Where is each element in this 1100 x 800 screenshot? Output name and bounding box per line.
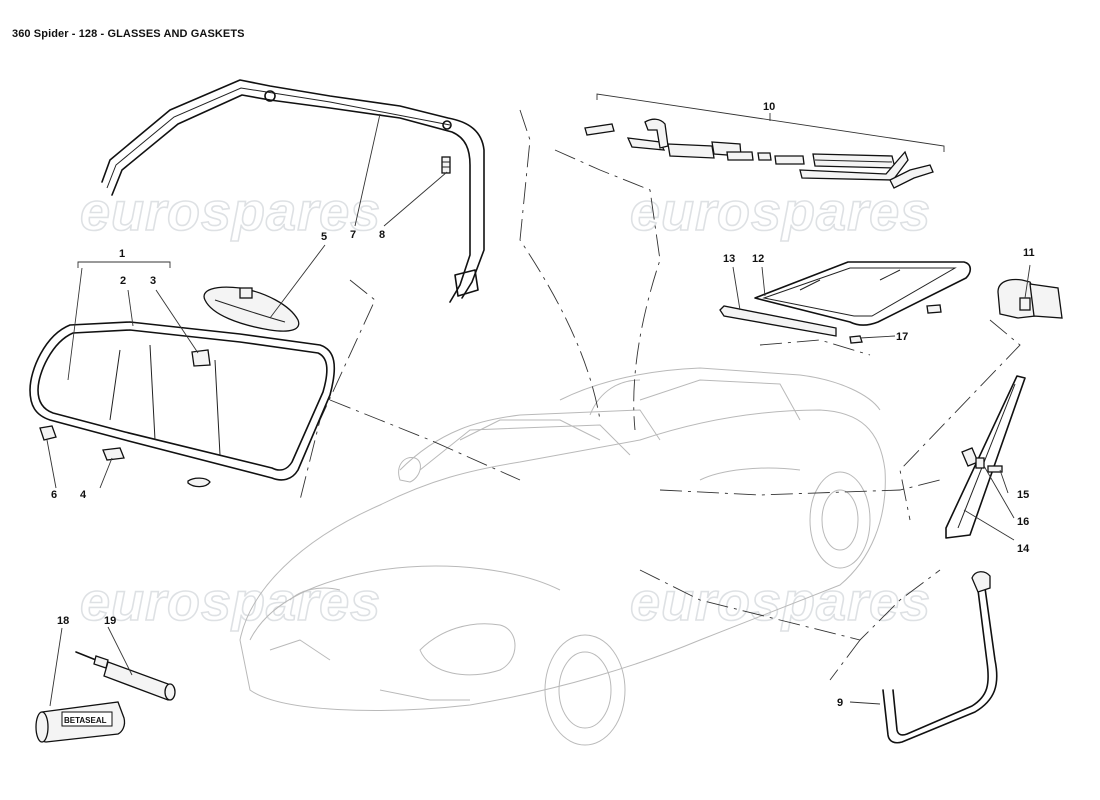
callout-6: 6: [51, 489, 57, 501]
screws-part-15-16: [975, 457, 1003, 473]
watermark-top-right: eurospares: [630, 182, 931, 242]
leader-lines: [46, 113, 1031, 707]
guide-lines: [299, 109, 1021, 681]
small-clips: [39, 425, 211, 488]
clip-part-6: [39, 425, 57, 441]
mirror-part-5: [203, 286, 300, 332]
gasket-set-part-10: [584, 118, 934, 189]
betaseal-tube-part-18: BETASEAL: [35, 701, 126, 743]
callout-8: 8: [379, 229, 385, 241]
callout-7: 7: [350, 229, 356, 241]
watermark-bottom-right: eurospares: [630, 572, 931, 632]
callout-10: 10: [763, 101, 775, 113]
clip-part-small: [187, 477, 211, 488]
clip-part-17: [849, 304, 942, 344]
bracket-part-11: [997, 278, 1063, 319]
nozzle-part-19: [75, 651, 176, 701]
car-outline: [239, 367, 886, 746]
callout-18: 18: [57, 615, 69, 627]
callout-12: 12: [752, 253, 764, 265]
door-seal-part-9: [882, 571, 998, 744]
watermarks: eurospares eurospares eurospares eurospa…: [79, 181, 931, 633]
tube-label: BETASEAL: [64, 716, 107, 725]
watermark-bottom-left: eurospares: [80, 572, 381, 632]
callout-2: 2: [120, 275, 126, 287]
seal-strip-part-13: [719, 305, 837, 337]
callout-15: 15: [1017, 489, 1029, 501]
callouts: 1 2 3 4 5 6 7 8 9 10 11 12 13 14 15 16 1…: [51, 101, 1035, 709]
callout-3: 3: [150, 275, 156, 287]
callout-17: 17: [896, 331, 908, 343]
callout-9: 9: [837, 697, 843, 709]
callout-14: 14: [1017, 543, 1030, 555]
screw-part-8: [441, 156, 451, 174]
rear-glass-part-12: [754, 261, 972, 326]
callout-1: 1: [119, 248, 125, 260]
callout-19: 19: [104, 615, 116, 627]
callout-11: 11: [1023, 247, 1035, 259]
pillar-seal-part-14: [945, 375, 1026, 539]
windscreen-part-1: [29, 321, 336, 481]
diagram-title: 360 Spider - 128 - GLASSES AND GASKETS: [12, 28, 245, 40]
callout-4: 4: [80, 489, 87, 501]
callout-16: 16: [1017, 516, 1029, 528]
bracket-part-10: [596, 93, 945, 152]
callout-5: 5: [321, 231, 327, 243]
frame-part-7: [101, 79, 485, 303]
callout-13: 13: [723, 253, 735, 265]
watermark-top-left: eurospares: [80, 182, 381, 242]
clip-part-4: [102, 447, 125, 461]
